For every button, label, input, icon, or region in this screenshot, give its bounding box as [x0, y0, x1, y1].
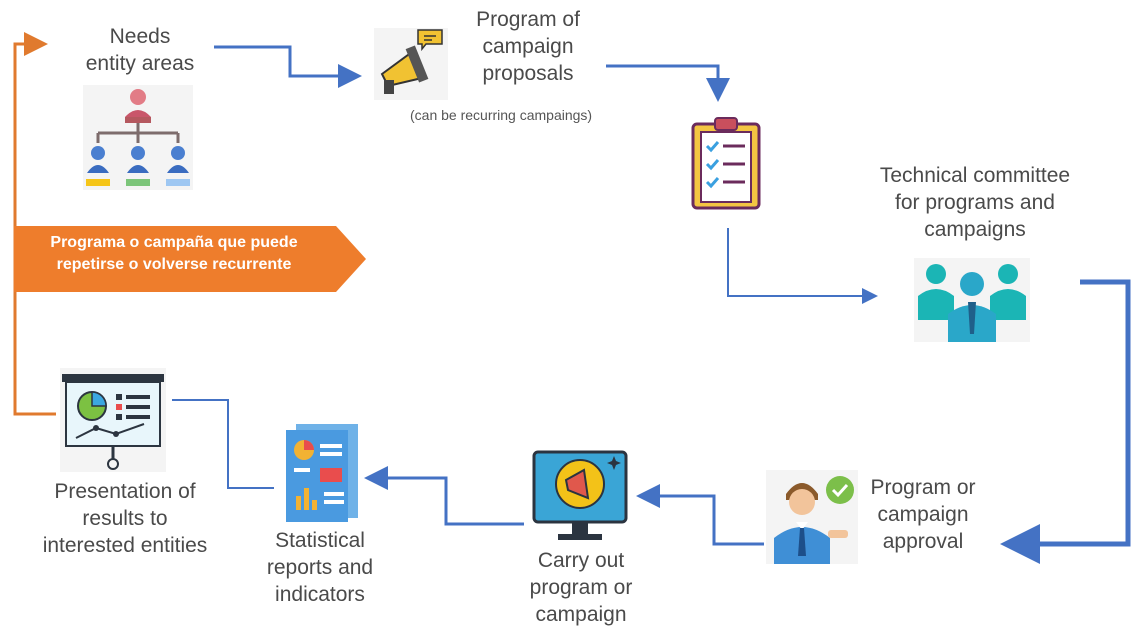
- recurring-banner-text: Programa o campaña que puede repetirse o…: [50, 234, 298, 273]
- org-chart-icon: [83, 85, 193, 190]
- connector-committee-to-approval: [1000, 279, 1131, 564]
- proposals-note: (can be recurring campaings): [410, 107, 593, 123]
- committee-label: Technical committee for programs and cam…: [879, 164, 1071, 241]
- approval-label: Program or campaign approval: [870, 476, 976, 553]
- needs-label: Needs entity areas: [85, 25, 195, 75]
- connector-reports-to-presentation: [172, 399, 274, 489]
- carry-out-label: Carry out program or campaign: [529, 549, 633, 626]
- connector-proposals-to-checklist: [606, 64, 730, 102]
- megaphone-icon: [374, 28, 448, 100]
- monitor-megaphone-icon: [532, 450, 628, 540]
- reports-label: Statistical reports and indicators: [266, 529, 374, 606]
- proposals-label: Program of campaign proposals: [476, 8, 580, 85]
- presentation-board-icon: [60, 368, 166, 472]
- clipboard-checklist-icon: [691, 117, 761, 210]
- recurring-banner-shape: [14, 226, 366, 292]
- presentation-label: Presentation of results to interested en…: [42, 480, 208, 557]
- connector-checklist-to-committee: [727, 228, 878, 304]
- report-document-icon: [286, 424, 358, 522]
- connector-needs-to-proposals: [214, 45, 362, 88]
- connector-approval-to-carry-out: [636, 484, 764, 546]
- connector-carry-out-to-reports: [364, 466, 524, 526]
- team-icon: [914, 258, 1030, 342]
- approved-person-icon: [766, 470, 858, 564]
